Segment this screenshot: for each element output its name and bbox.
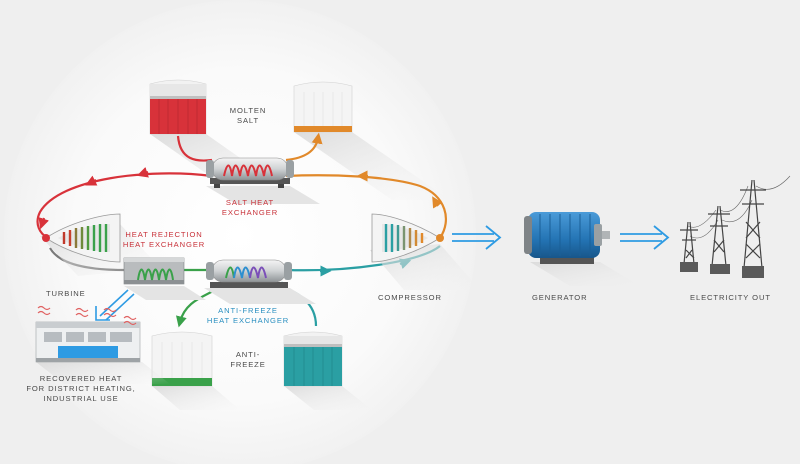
- electric-motor-icon: [524, 212, 640, 286]
- anti-freeze-exchanger-icon: [204, 259, 316, 304]
- heat-rejection-exchanger-label: HEAT REJECTION HEAT EXCHANGER: [112, 230, 216, 250]
- heat-rejection-exchanger-icon: [123, 257, 206, 300]
- anti-freeze-label-line1: ANTI-: [235, 350, 261, 359]
- recovered-heat-label: RECOVERED HEAT FOR DISTRICT HEATING, IND…: [16, 374, 146, 404]
- recovered-heat-label-line3: INDUSTRIAL USE: [43, 394, 119, 403]
- hr-hx-label-line2: HEAT EXCHANGER: [122, 240, 206, 249]
- anti-freeze-label-line2: FREEZE: [230, 360, 266, 369]
- anti-freeze-exchanger-label: ANTI-FREEZE HEAT EXCHANGER: [196, 306, 300, 326]
- anti-freeze-green-tank-icon: [151, 331, 240, 410]
- pylon-bases: [680, 262, 764, 278]
- anti-freeze-label: ANTI- FREEZE: [226, 350, 270, 370]
- compressor-label: COMPRESSOR: [378, 293, 442, 302]
- shaft-arrow-to-generator: [452, 225, 502, 250]
- molten-salt-label-line1: MOLTEN: [229, 106, 267, 115]
- recovered-heat-label-line1: RECOVERED HEAT: [39, 374, 123, 383]
- salt-hx-label-line1: SALT HEAT: [225, 198, 275, 207]
- power-pylon-icon: [680, 175, 791, 269]
- recovered-heat-label-line2: FOR DISTRICT HEATING,: [26, 384, 136, 393]
- anti-freeze-teal-tank-icon: [283, 331, 372, 410]
- salt-heat-exchanger-label: SALT HEAT EXCHANGER: [210, 198, 290, 218]
- compressor-icon: [370, 213, 480, 290]
- molten-salt-label: MOLTEN SALT: [226, 106, 270, 126]
- salt-heat-exchanger-icon: [206, 157, 320, 204]
- hr-hx-label-line1: HEAT REJECTION: [125, 230, 203, 239]
- salt-hx-label-line2: EXCHANGER: [221, 208, 279, 217]
- generator-label: GENERATOR: [532, 293, 588, 302]
- power-arrow-to-grid: [620, 225, 670, 250]
- turbine-label: TURBINE: [46, 289, 86, 298]
- af-hx-label-line1: ANTI-FREEZE: [218, 306, 278, 315]
- molten-salt-label-line2: SALT: [236, 116, 260, 125]
- af-hx-label-line2: HEAT EXCHANGER: [206, 316, 290, 325]
- heat-wave-icons: [37, 305, 137, 326]
- factory-building-icon: [35, 321, 170, 384]
- electricity-out-label: ELECTRICITY OUT: [690, 293, 771, 302]
